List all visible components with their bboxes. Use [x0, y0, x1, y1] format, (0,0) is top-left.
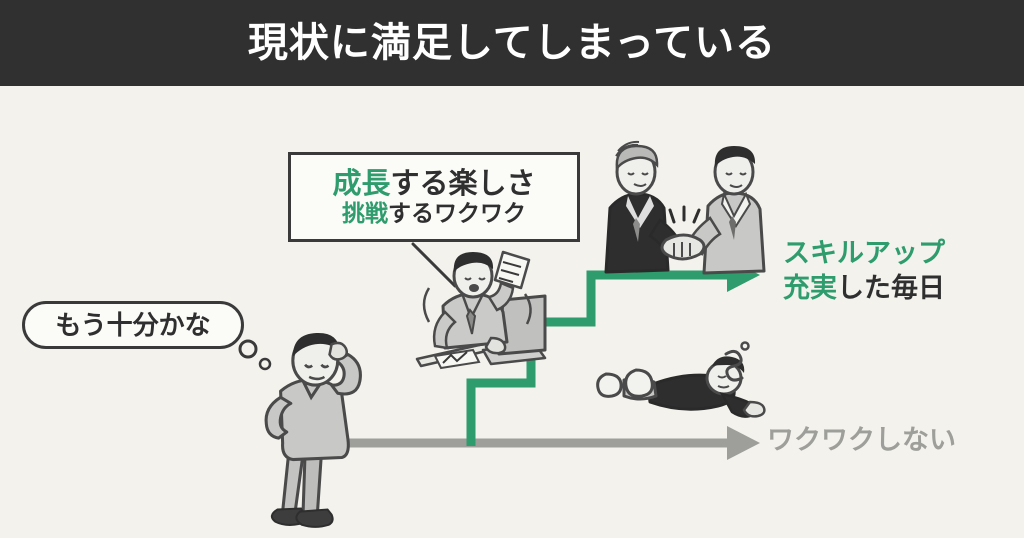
callout-pointer-line	[411, 242, 457, 288]
callout-line-1-rest: する楽しさ	[390, 167, 536, 200]
person-scratching-head-illustration	[264, 333, 362, 528]
thought-bubble-text: もう十分かな	[55, 310, 211, 340]
flat-gray-arrow	[340, 426, 760, 460]
person-lying-down-sleeping-illustration	[596, 341, 766, 418]
success-label-line-2: 充実した毎日	[783, 271, 1013, 306]
thought-bubble-dots	[238, 339, 272, 371]
success-label-line-1: スキルアップ	[783, 238, 945, 268]
success-label: スキルアップ 充実した毎日	[783, 236, 1013, 306]
diagram-canvas: 成長する楽しさ 挑戦するワクワク もう十分かな スキルアップ 充実した毎日 ワク…	[0, 86, 1024, 538]
callout-line-1-highlight: 成長	[332, 167, 391, 200]
success-label-line-2-highlight: 充実	[783, 273, 837, 304]
diagram-svg	[238, 140, 766, 528]
callout-line-1: 成長する楽しさ	[332, 167, 536, 200]
header-bar: 現状に満足してしまっている	[0, 0, 1024, 86]
person-working-at-desk-illustration	[415, 250, 547, 370]
callout-line-2: 挑戦するワクワク	[342, 200, 526, 227]
flat-label: ワクワクしない	[767, 425, 956, 455]
success-label-line-2-rest: した毎日	[837, 273, 945, 304]
business-handshake-illustration	[604, 140, 766, 275]
callout-line-2-rest: するワクワク	[388, 200, 526, 227]
page-title: 現状に満足してしまっている	[247, 21, 777, 65]
growth-callout-box: 成長する楽しさ 挑戦するワクワク	[288, 152, 580, 242]
callout-line-2-highlight: 挑戦	[342, 200, 388, 227]
thought-bubble: もう十分かな	[22, 301, 244, 349]
